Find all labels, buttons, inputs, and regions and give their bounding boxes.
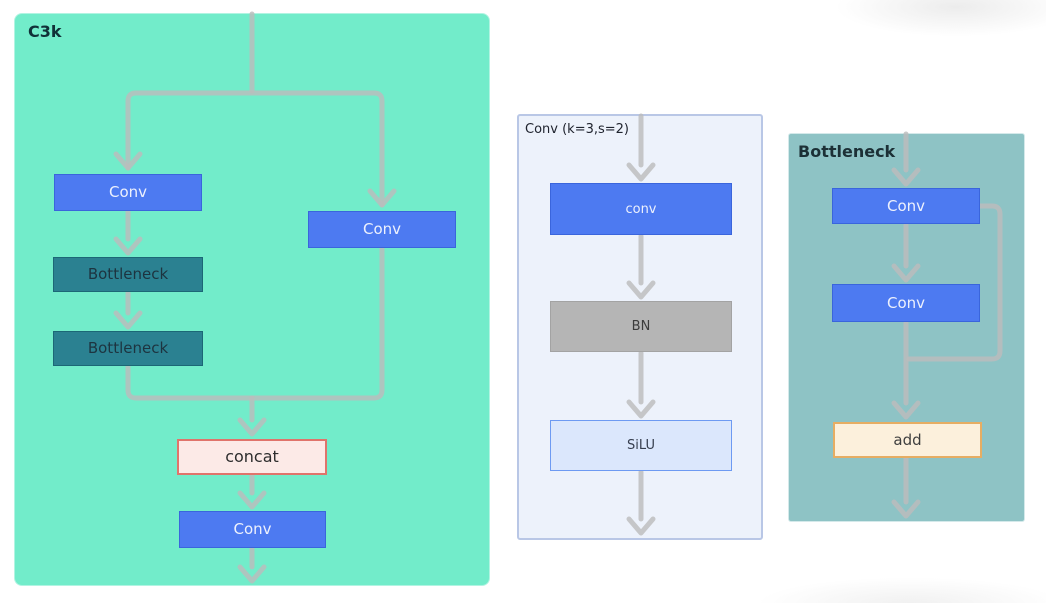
c3k-block-panel: C3k [14,13,490,586]
bottleneck-conv1-node: Conv [832,188,980,224]
c3k-conv-left-node: Conv [54,174,202,211]
convblock-silu-node: SiLU [550,420,732,471]
background-shadow-artifact-bottom [760,578,1046,603]
convblock-conv-node: conv [550,183,732,235]
c3k-bottleneck2-node: Bottleneck [53,331,203,366]
c3k-conv-right-node: Conv [308,211,456,248]
c3k-panel-title: C3k [28,22,62,41]
c3k-concat-node: concat [177,439,327,475]
background-shadow-artifact-top [838,0,1046,36]
convblock-bn-node: BN [550,301,732,352]
bottleneck-add-node: add [833,422,982,458]
bottleneck-conv2-node: Conv [832,284,980,322]
bottleneck-panel-title: Bottleneck [798,142,896,161]
c3k-conv-output-node: Conv [179,511,326,548]
conv-panel-title: Conv (k=3,s=2) [525,122,629,137]
c3k-bottleneck1-node: Bottleneck [53,257,203,292]
